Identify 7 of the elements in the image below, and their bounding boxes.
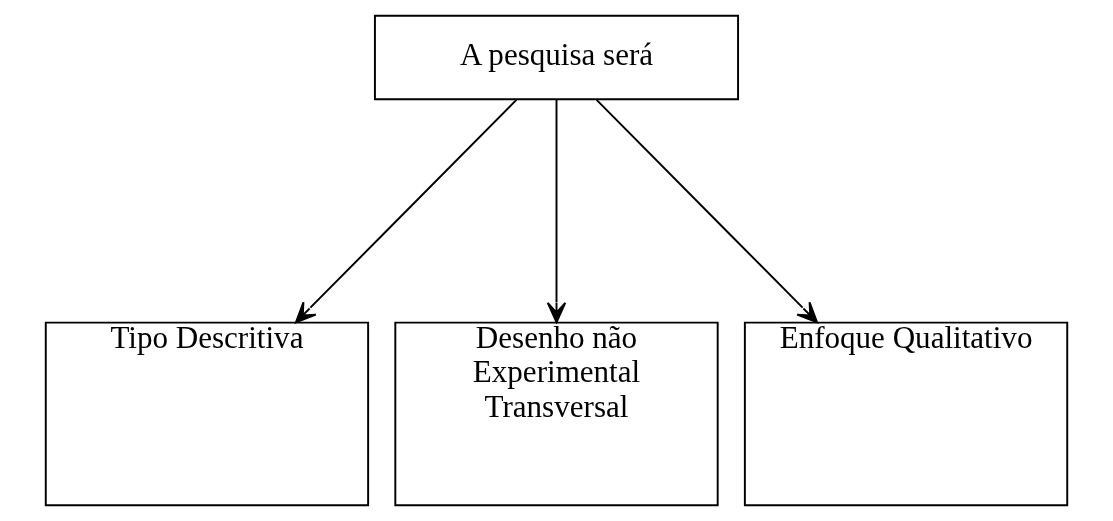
node-box: A pesquisa será [373, 14, 740, 101]
arrow [595, 98, 819, 324]
node-box: Desenho não Experimental Transversal [394, 321, 719, 507]
arrow [294, 98, 518, 324]
node-box: Enfoque Qualitativo [743, 321, 1069, 507]
arrow [546, 98, 567, 324]
node-box: Tipo Descritiva [44, 321, 370, 507]
